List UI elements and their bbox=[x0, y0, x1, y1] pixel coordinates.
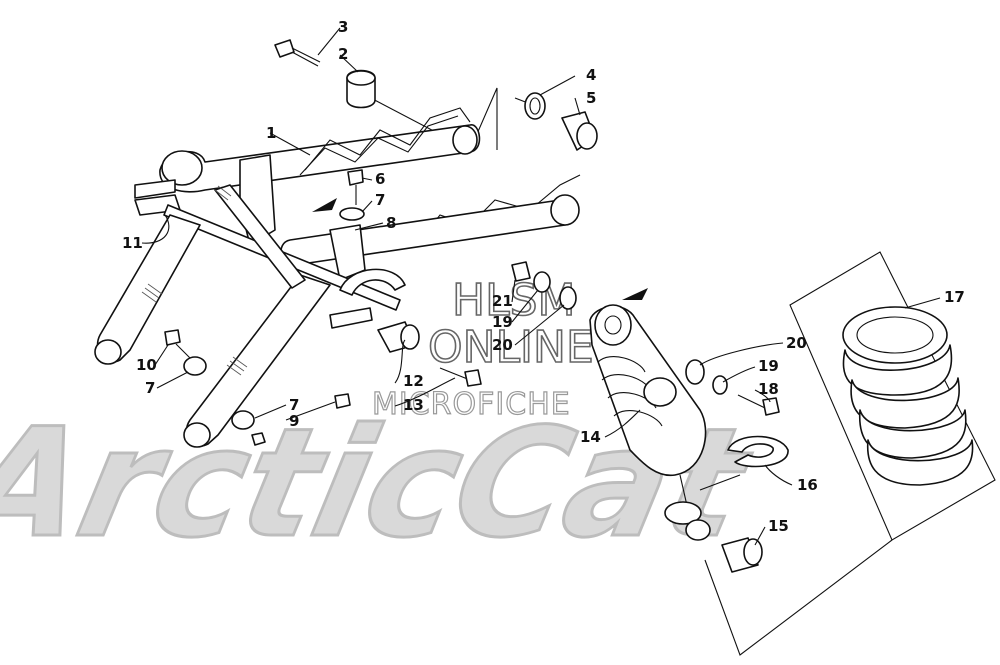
callout-18: 18 bbox=[758, 380, 779, 398]
nut-21 bbox=[511, 261, 531, 282]
nut-9 bbox=[334, 393, 351, 409]
bushing-2-top bbox=[346, 70, 376, 86]
washer-19-top bbox=[533, 271, 551, 293]
callout-15: 15 bbox=[768, 517, 789, 535]
bolt-13-shank bbox=[439, 367, 471, 381]
bolt-3-shank-2 bbox=[291, 51, 319, 67]
callout-14: 14 bbox=[580, 428, 601, 446]
callouts: 3 2 4 5 1 6 7 8 11 10 7 7 9 12 13 21 19 … bbox=[122, 18, 965, 535]
arm-right-eye bbox=[183, 422, 211, 448]
coil-1-inner bbox=[856, 316, 934, 354]
bolt-18-shank bbox=[737, 394, 766, 409]
upper-cross-tube bbox=[159, 124, 481, 193]
bolt-6-head bbox=[347, 169, 364, 186]
wire-bracket-upper bbox=[304, 107, 471, 171]
bolt-18-head bbox=[762, 397, 780, 416]
callout-7-lower: 7 bbox=[289, 396, 299, 414]
washer-4-hole bbox=[529, 97, 541, 115]
shock-reservoir bbox=[643, 377, 677, 407]
callout-19-right: 19 bbox=[758, 357, 779, 375]
washer-7-top bbox=[339, 207, 365, 221]
reference-line-top bbox=[364, 87, 498, 151]
direction-arrow-left bbox=[312, 198, 337, 212]
arm-left bbox=[96, 214, 201, 363]
shock-absorber bbox=[589, 304, 711, 541]
callout-11: 11 bbox=[122, 234, 143, 252]
spacer-20-top bbox=[559, 286, 577, 310]
bolt-13-head bbox=[464, 369, 482, 387]
hardware bbox=[164, 39, 789, 573]
spring-retainer-16 bbox=[727, 435, 789, 468]
direction-arrow-right bbox=[622, 288, 648, 300]
spring-box bbox=[789, 251, 996, 541]
bushing-12-end bbox=[400, 324, 420, 350]
nut-lower bbox=[251, 432, 266, 446]
callout-1: 1 bbox=[266, 124, 276, 142]
bracket-plate-upper-left bbox=[134, 179, 176, 199]
wire-bracket-upper-inner bbox=[299, 115, 459, 176]
bushing-15-end bbox=[743, 538, 763, 566]
callout-12: 12 bbox=[403, 372, 424, 390]
callout-19-top: 19 bbox=[492, 313, 513, 331]
coil-spring bbox=[842, 306, 974, 486]
callout-6: 6 bbox=[375, 170, 385, 188]
lower-tube-end bbox=[550, 194, 580, 226]
washer-7-lower bbox=[231, 410, 255, 430]
shock-top-eye bbox=[594, 304, 632, 346]
bolt-10-head bbox=[164, 329, 181, 346]
rear-arm-assembly bbox=[94, 107, 581, 448]
coil-1 bbox=[842, 306, 948, 364]
callout-10: 10 bbox=[136, 356, 157, 374]
shock-top-eye-hole bbox=[604, 315, 622, 335]
washer-4 bbox=[524, 92, 546, 120]
coil-5 bbox=[866, 439, 974, 486]
callout-21: 21 bbox=[492, 292, 513, 310]
callout-20-top: 20 bbox=[492, 336, 513, 354]
spacer-20-right bbox=[685, 359, 705, 385]
callout-3: 3 bbox=[338, 18, 348, 36]
strut-middle bbox=[214, 184, 306, 289]
callout-8: 8 bbox=[386, 214, 396, 232]
spring-box-lower bbox=[704, 539, 893, 656]
wire-bracket-lower bbox=[419, 174, 581, 241]
washer-19-right bbox=[712, 375, 728, 395]
callout-5: 5 bbox=[586, 89, 596, 107]
callout-2: 2 bbox=[338, 45, 348, 63]
arm-left-eye bbox=[94, 339, 122, 365]
shock-bottom-clevis bbox=[685, 519, 711, 541]
callout-4: 4 bbox=[586, 66, 596, 84]
hatch-marks bbox=[141, 185, 248, 376]
bolt-3-shank bbox=[291, 47, 321, 63]
shock-bottom-eye bbox=[664, 501, 702, 525]
washer-7-left bbox=[183, 356, 207, 376]
bolt-10-shank bbox=[175, 343, 191, 359]
bolt-3-head bbox=[274, 39, 295, 58]
callout-20-right: 20 bbox=[786, 334, 807, 352]
leader-lines bbox=[141, 27, 941, 546]
tube-end-left bbox=[161, 150, 203, 186]
watermark-line-2: ONLINE bbox=[428, 322, 594, 373]
callout-16: 16 bbox=[797, 476, 818, 494]
callout-9: 9 bbox=[289, 412, 299, 430]
cradle-plate bbox=[329, 307, 373, 329]
callout-7-left: 7 bbox=[145, 379, 155, 397]
tube-end-right bbox=[452, 125, 478, 155]
callout-13: 13 bbox=[403, 396, 424, 414]
callout-7-top: 7 bbox=[375, 191, 385, 209]
watermark-line-1: HLSM bbox=[452, 275, 576, 326]
bushing-5-end bbox=[576, 122, 598, 150]
cradle bbox=[339, 268, 406, 296]
callout-17: 17 bbox=[944, 288, 965, 306]
watermark-line-3: MICROFICHE bbox=[372, 387, 571, 422]
